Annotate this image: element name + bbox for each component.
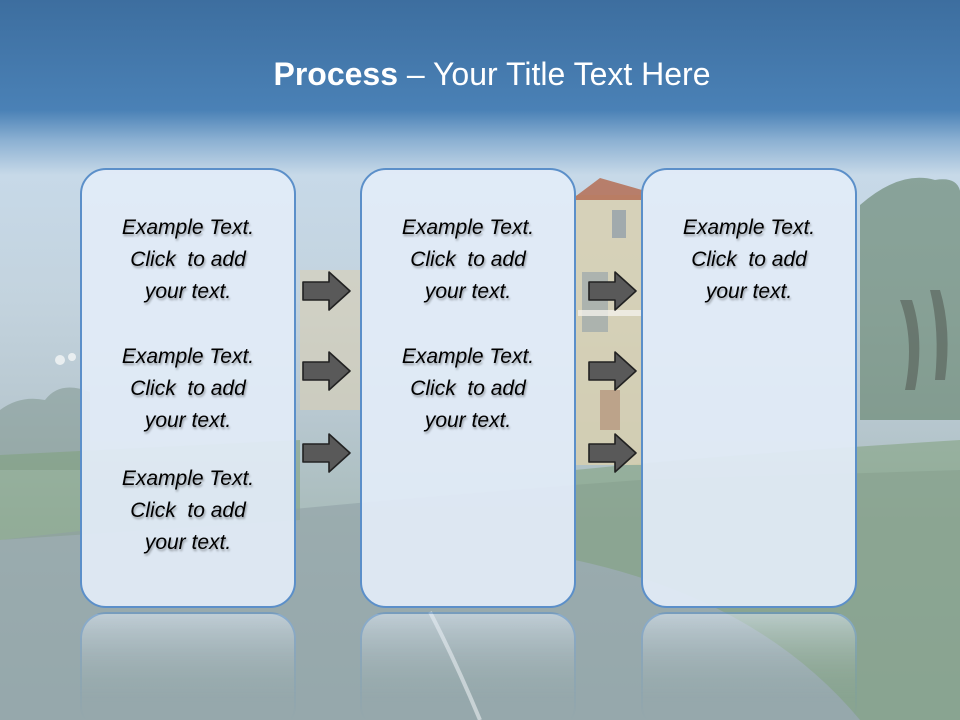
text-placeholder[interactable]: Example Text. Click to add your text.: [643, 212, 855, 308]
text-placeholder[interactable]: Example Text. Click to add your text.: [362, 212, 574, 308]
text-line: Example Text.: [121, 467, 255, 490]
text-line: Example Text.: [121, 216, 255, 239]
right-arrow-icon[interactable]: [588, 432, 638, 474]
slide-title[interactable]: Process – Your Title Text Here: [0, 52, 960, 96]
text-placeholder[interactable]: Example Text. Click to add your text.: [82, 463, 294, 559]
text-line: Click to add: [130, 499, 246, 522]
box-reflection: [360, 612, 576, 720]
box-reflection: [80, 612, 296, 720]
box-reflection: [641, 612, 857, 720]
process-step-2-box[interactable]: Example Text. Click to add your text. Ex…: [360, 168, 576, 608]
text-line: your text.: [705, 280, 793, 303]
text-placeholder[interactable]: Example Text. Click to add your text.: [82, 341, 294, 437]
title-rest: – Your Title Text Here: [398, 56, 711, 92]
text-line: Example Text.: [401, 345, 535, 368]
text-line: Click to add: [410, 248, 526, 271]
right-arrow-icon[interactable]: [588, 350, 638, 392]
text-line: Click to add: [410, 377, 526, 400]
text-line: your text.: [144, 531, 232, 554]
right-arrow-icon[interactable]: [302, 270, 352, 312]
text-line: Click to add: [130, 248, 246, 271]
text-line: your text.: [424, 280, 512, 303]
title-bold: Process: [273, 56, 399, 92]
text-line: your text.: [424, 409, 512, 432]
text-line: Example Text.: [401, 216, 535, 239]
text-line: your text.: [144, 409, 232, 432]
process-step-1-box[interactable]: Example Text. Click to add your text. Ex…: [80, 168, 296, 608]
right-arrow-icon[interactable]: [588, 270, 638, 312]
text-placeholder[interactable]: Example Text. Click to add your text.: [362, 341, 574, 437]
right-arrow-icon[interactable]: [302, 350, 352, 392]
text-line: your text.: [144, 280, 232, 303]
process-step-3-box[interactable]: Example Text. Click to add your text.: [641, 168, 857, 608]
text-line: Example Text.: [121, 345, 255, 368]
text-line: Click to add: [691, 248, 807, 271]
text-line: Click to add: [130, 377, 246, 400]
text-line: Example Text.: [682, 216, 816, 239]
text-placeholder[interactable]: Example Text. Click to add your text.: [82, 212, 294, 308]
right-arrow-icon[interactable]: [302, 432, 352, 474]
